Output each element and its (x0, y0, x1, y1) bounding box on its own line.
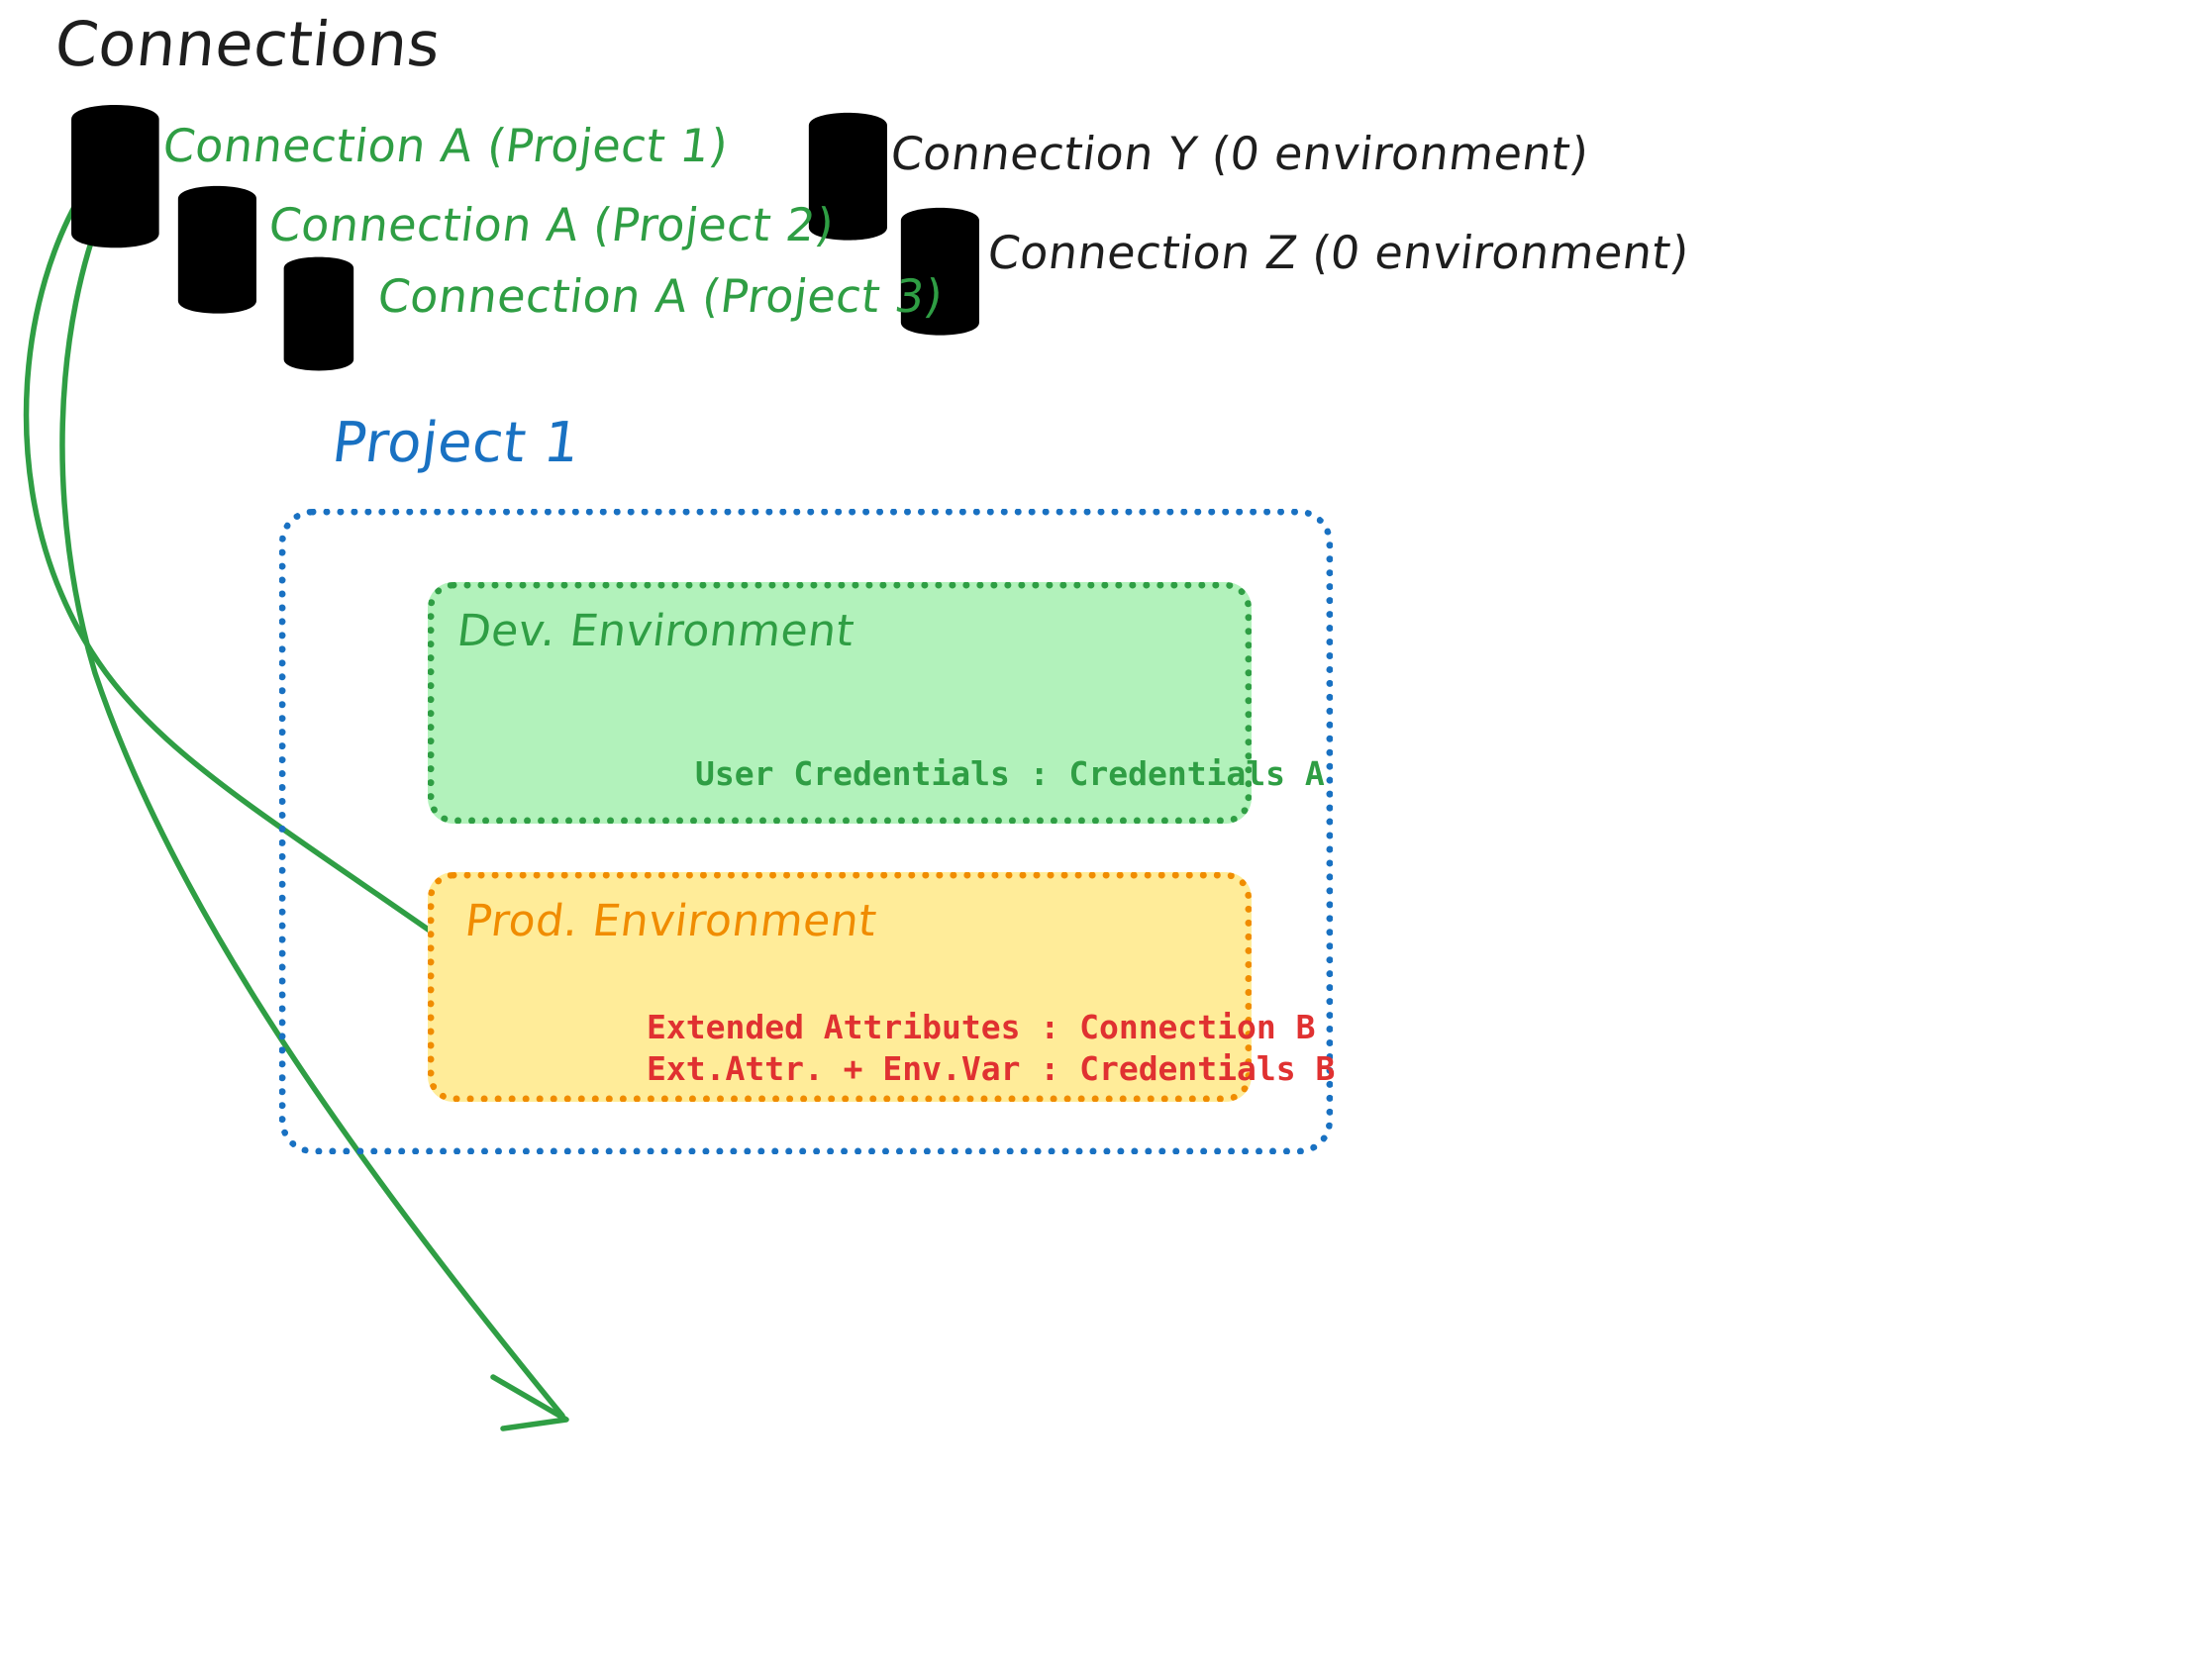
connection-label-z: Connection Z (0 environment) (984, 226, 1693, 279)
connection-label-a-project-2: Connection A (Project 2) (265, 198, 838, 251)
connection-label-y: Connection Y (0 environment) (887, 127, 1592, 180)
page-title: Connections (51, 8, 445, 80)
dev-environment-title: Dev. Environment (453, 606, 857, 656)
database-icon-connection-a-project-3 (283, 256, 354, 371)
database-icon-connection-a-project-2 (177, 185, 256, 314)
connection-label-a-project-3: Connection A (Project 3) (374, 269, 947, 323)
prod-environment-line-1: Extended Attributes : Connection B (647, 1008, 1316, 1046)
prod-environment-box (428, 872, 1252, 1102)
project-container-box (279, 509, 1333, 1154)
dev-environment-box (428, 582, 1252, 824)
project-title: Project 1 (329, 411, 584, 475)
connection-label-a-project-1: Connection A (Project 1) (159, 119, 732, 172)
database-icon-connection-a-project-1 (71, 105, 159, 248)
arrow-to-prod-environment (59, 191, 569, 1431)
prod-environment-line-2: Ext.Attr. + Env.Var : Credentials B (647, 1049, 1336, 1088)
prod-environment-title: Prod. Environment (461, 896, 880, 946)
dev-environment-line-1: User Credentials : Credentials A (695, 754, 1325, 793)
